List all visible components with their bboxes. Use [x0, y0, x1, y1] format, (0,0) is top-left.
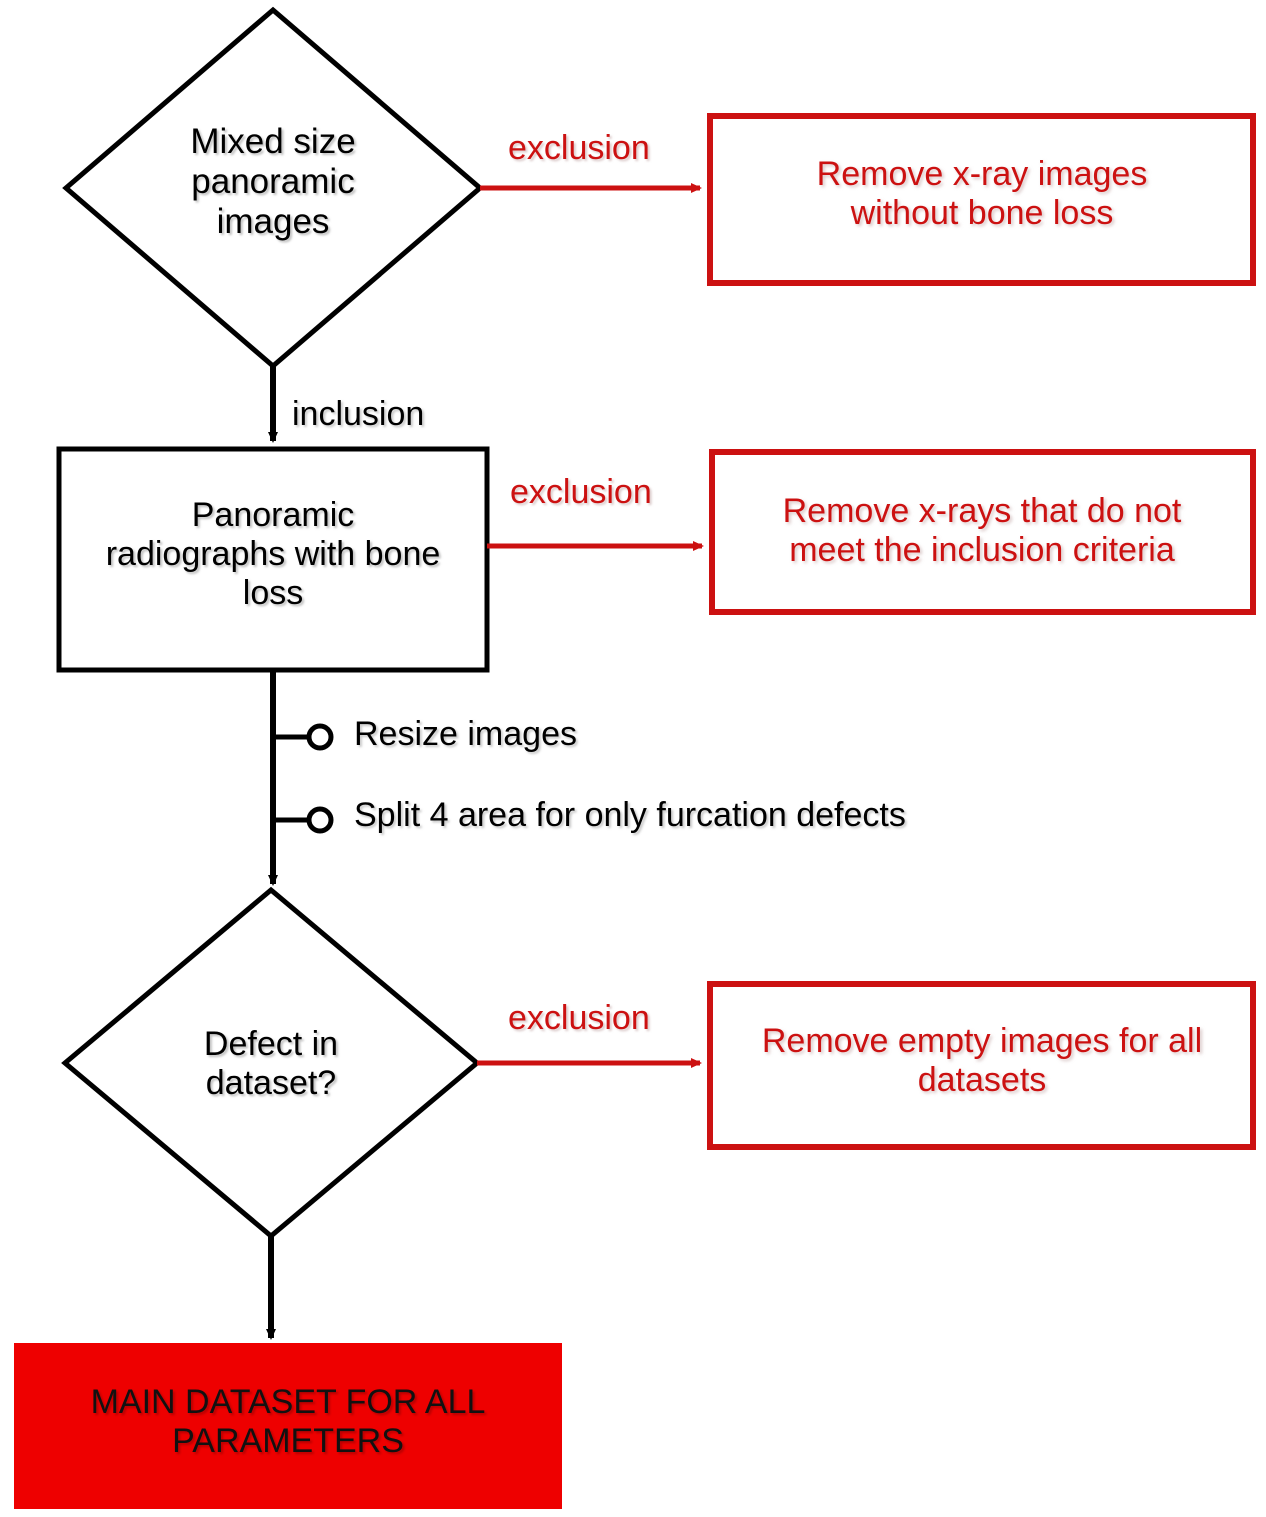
- edge-label-exclusion-2: exclusion: [510, 473, 652, 511]
- edge-label-exclusion-1: exclusion: [508, 129, 650, 167]
- annotation-label-split-4-area: Split 4 area for only furcation defects: [354, 796, 906, 834]
- node-shape-defect-in-dataset[interactable]: [61, 886, 481, 1240]
- node-shape-panoramic-radiographs-with-bone-loss[interactable]: [56, 446, 490, 673]
- node-shape-mixed-size-panoramic-images[interactable]: [62, 6, 484, 370]
- annotation-marker-split-4-area: [306, 806, 334, 834]
- node-shape-main-dataset[interactable]: [14, 1343, 562, 1509]
- edge-label-exclusion-3: exclusion: [508, 999, 650, 1037]
- annotation-marker-resize-images: [306, 723, 334, 751]
- edge-label-inclusion: inclusion: [292, 395, 425, 433]
- annotation-label-resize-images: Resize images: [354, 715, 577, 753]
- node-shape-remove-xrays-not-meeting-criteria[interactable]: [709, 449, 1256, 615]
- node-shape-remove-xray-without-bone-loss[interactable]: [707, 113, 1256, 286]
- node-shape-remove-empty-images[interactable]: [707, 981, 1256, 1150]
